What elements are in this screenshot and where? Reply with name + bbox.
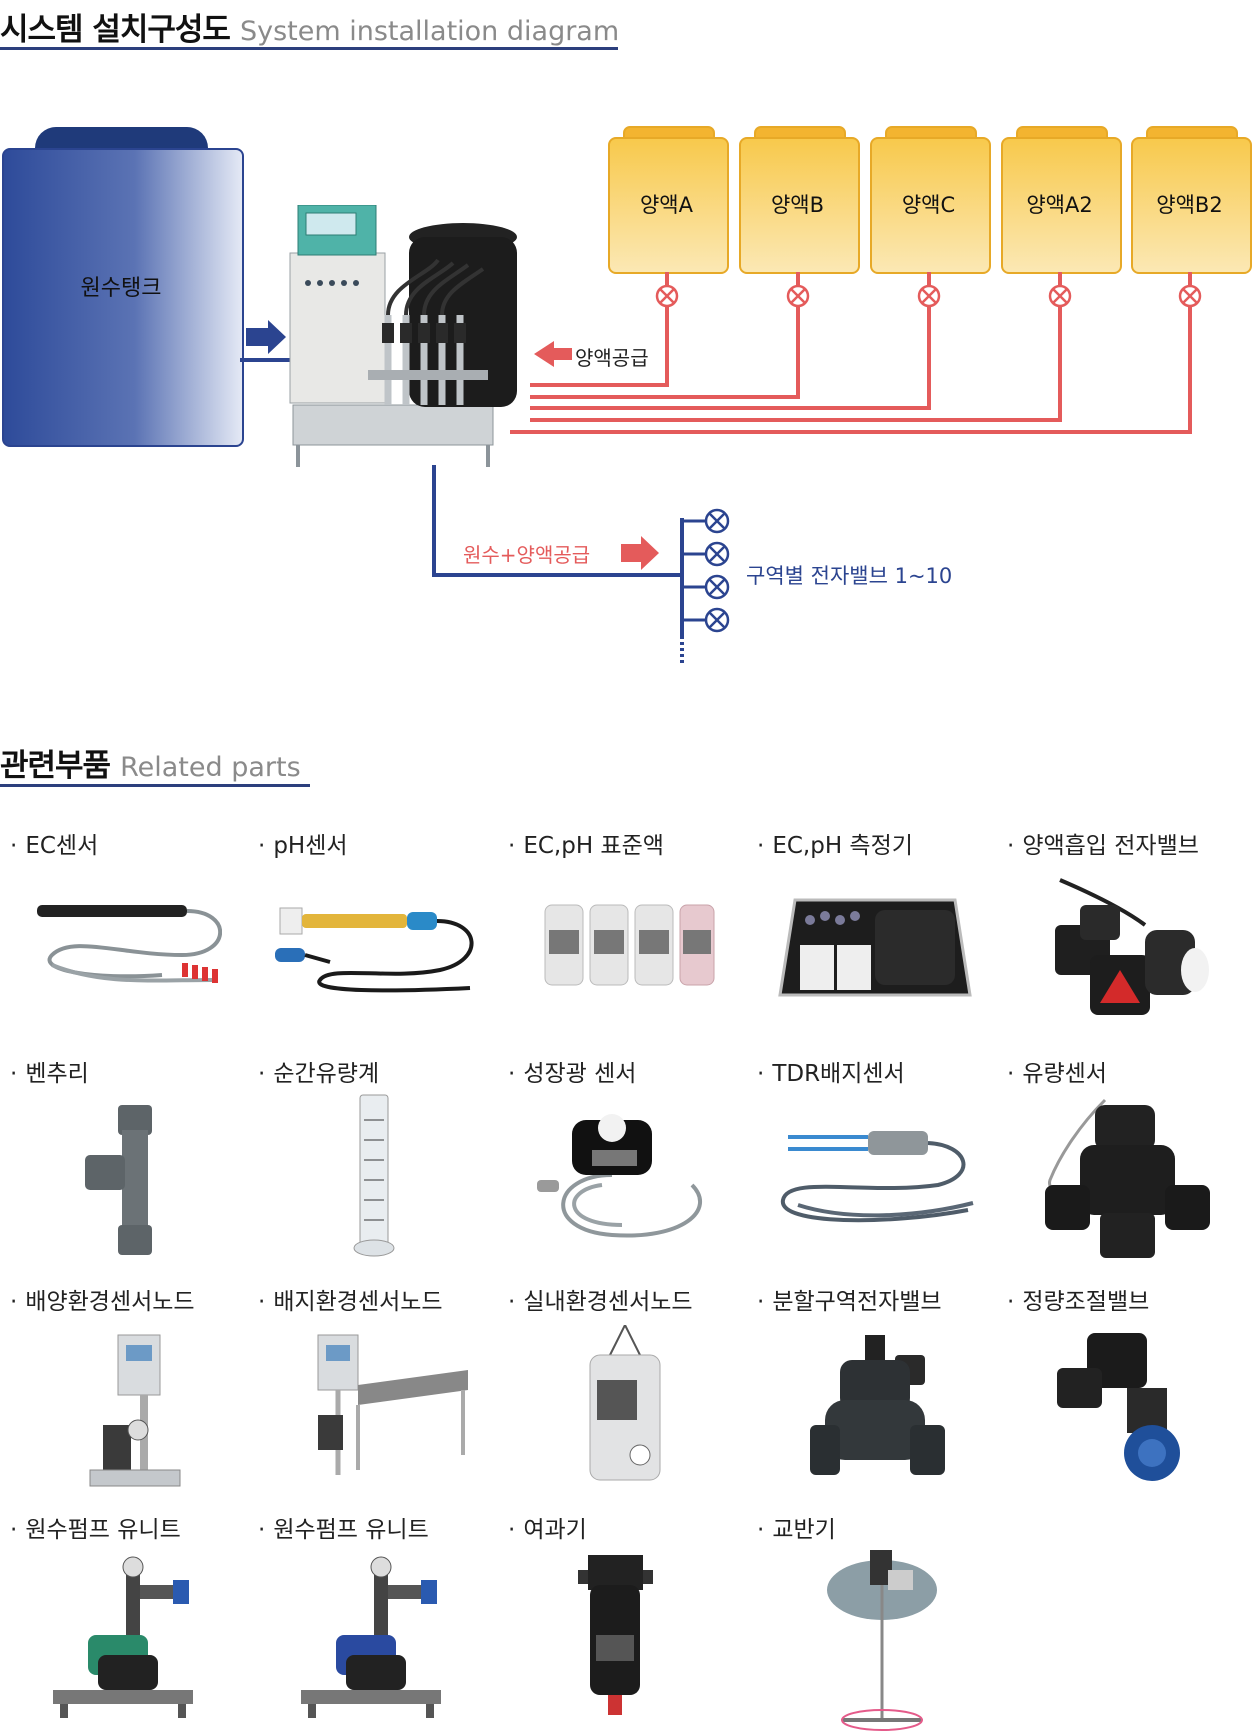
nutrient-tank-a2: [1001, 137, 1122, 274]
flow-sensor-image: [1045, 1098, 1210, 1258]
parts-title-en: Related parts: [120, 752, 301, 783]
part-label-flow-meter: ·순간유량계: [258, 1061, 380, 1087]
part-label-ec-sensor: ·EC센서: [10, 833, 99, 859]
mixed-supply-arrow: [621, 536, 659, 570]
indoor-node-image: [589, 1325, 661, 1481]
nutrient-pipe-c: [530, 272, 931, 410]
part-label-dosing-valve: ·정량조절밸브: [1007, 1289, 1150, 1315]
meter-case-image: [778, 898, 972, 997]
part-label-ph-sensor: ·pH센서: [258, 833, 348, 859]
pump-unit-image: [53, 1556, 193, 1718]
nutrient-tank-label: 양액B2: [1156, 193, 1223, 217]
nutrient-pipe-b: [530, 272, 800, 399]
nutrient-tank-label: 양액B: [770, 193, 825, 217]
tdr-sensor-image: [780, 1131, 974, 1223]
light-sensor-image: [537, 1114, 703, 1238]
part-label-flow-sensor: ·유량센서: [1007, 1061, 1107, 1087]
part-label-pump-unit-1: ·원수펌프 유니트: [10, 1517, 181, 1543]
filter-image: [578, 1555, 653, 1715]
nutrient-tank-label: 양액A: [639, 193, 693, 217]
ec-sensor-image: [37, 905, 222, 983]
dosing-valve-image: [1057, 1333, 1180, 1481]
nutrient-pipe-b2: [510, 272, 1192, 434]
part-label-culture-node: ·배양환경센서노드: [10, 1289, 195, 1315]
ph-sensor-image: [275, 907, 474, 993]
valve-icon: [704, 607, 730, 633]
system-title-ko: 시스템 설치구성도: [0, 12, 231, 48]
part-label-agitator: ·교반기: [757, 1517, 836, 1543]
nutrient-tank-c: [870, 137, 991, 274]
flow-meter-image: [353, 1094, 395, 1257]
nutrient-tank-label: 양액C: [901, 193, 956, 217]
related-parts-heading: 관련부품 Related parts: [0, 740, 301, 785]
valve-icon: [1178, 284, 1202, 308]
system-diagram-heading: 시스템 설치구성도 System installation diagram: [0, 4, 619, 49]
system-title-en: System installation diagram: [239, 16, 620, 47]
pipe-network: [240, 272, 1202, 666]
system-title-underline: [0, 47, 618, 50]
valve-icon: [655, 284, 679, 308]
substrate-node-image: [317, 1334, 468, 1475]
culture-node-image: [89, 1334, 181, 1487]
part-label-filter: ·여과기: [508, 1517, 587, 1543]
valve-icon: [1048, 284, 1072, 308]
nutrient-tank-label: 양액A2: [1026, 193, 1093, 217]
part-label-substrate-node: ·배지환경센서노드: [258, 1289, 443, 1315]
nutrient-pipes: [510, 272, 1192, 434]
nutrient-supply-label: 양액공급: [575, 346, 649, 370]
intake-valve-image: [1055, 878, 1209, 1015]
valve-icon: [704, 574, 730, 600]
standard-solution-image: [544, 904, 715, 986]
nutrient-pipe-a2: [530, 272, 1062, 422]
parts-title-underline: [0, 784, 310, 787]
part-label-standard-solution: ·EC,pH 표준액: [508, 833, 664, 859]
part-label-light-sensor: ·성장광 센서: [508, 1061, 637, 1087]
nutrient-pipe-a: [530, 272, 669, 387]
valve-icon: [704, 541, 730, 567]
parts-title-ko: 관련부품: [0, 748, 111, 784]
venturi-image: [85, 1105, 152, 1255]
fertigation-controller-machine: [289, 205, 517, 467]
zone-valves-label: 구역별 전자밸브 1~10: [746, 564, 953, 588]
part-label-intake-valve: ·양액흡입 전자밸브: [1007, 833, 1199, 859]
nutrient-tank-b2: [1131, 137, 1252, 274]
part-label-venturi: ·벤추리: [10, 1061, 89, 1087]
part-label-meter: ·EC,pH 측정기: [757, 833, 913, 859]
manifold-branches: [682, 519, 706, 622]
part-label-zone-valve: ·분할구역전자밸브: [757, 1289, 942, 1315]
water-flow-arrow: [246, 320, 286, 354]
pump-unit-image: [301, 1556, 441, 1718]
water-tank: [2, 148, 244, 447]
valve-icon: [704, 508, 730, 534]
zone-valve-image: [810, 1335, 945, 1475]
nutrient-valves: [655, 284, 1202, 308]
part-label-indoor-node: ·실내환경센서노드: [508, 1289, 693, 1315]
mixed-supply-label: 원수+양액공급: [463, 543, 591, 567]
nutrient-supply-arrow: [534, 341, 572, 367]
water-tank-label: 원수탱크: [80, 276, 162, 301]
valve-icon: [917, 284, 941, 308]
zone-valves: [704, 508, 730, 633]
part-label-pump-unit-2: ·원수펌프 유니트: [258, 1517, 429, 1543]
part-label-tdr-sensor: ·TDR배지센서: [757, 1061, 905, 1087]
agitator-image: [827, 1550, 937, 1731]
valve-icon: [786, 284, 810, 308]
outlet-pipe: [432, 465, 682, 577]
